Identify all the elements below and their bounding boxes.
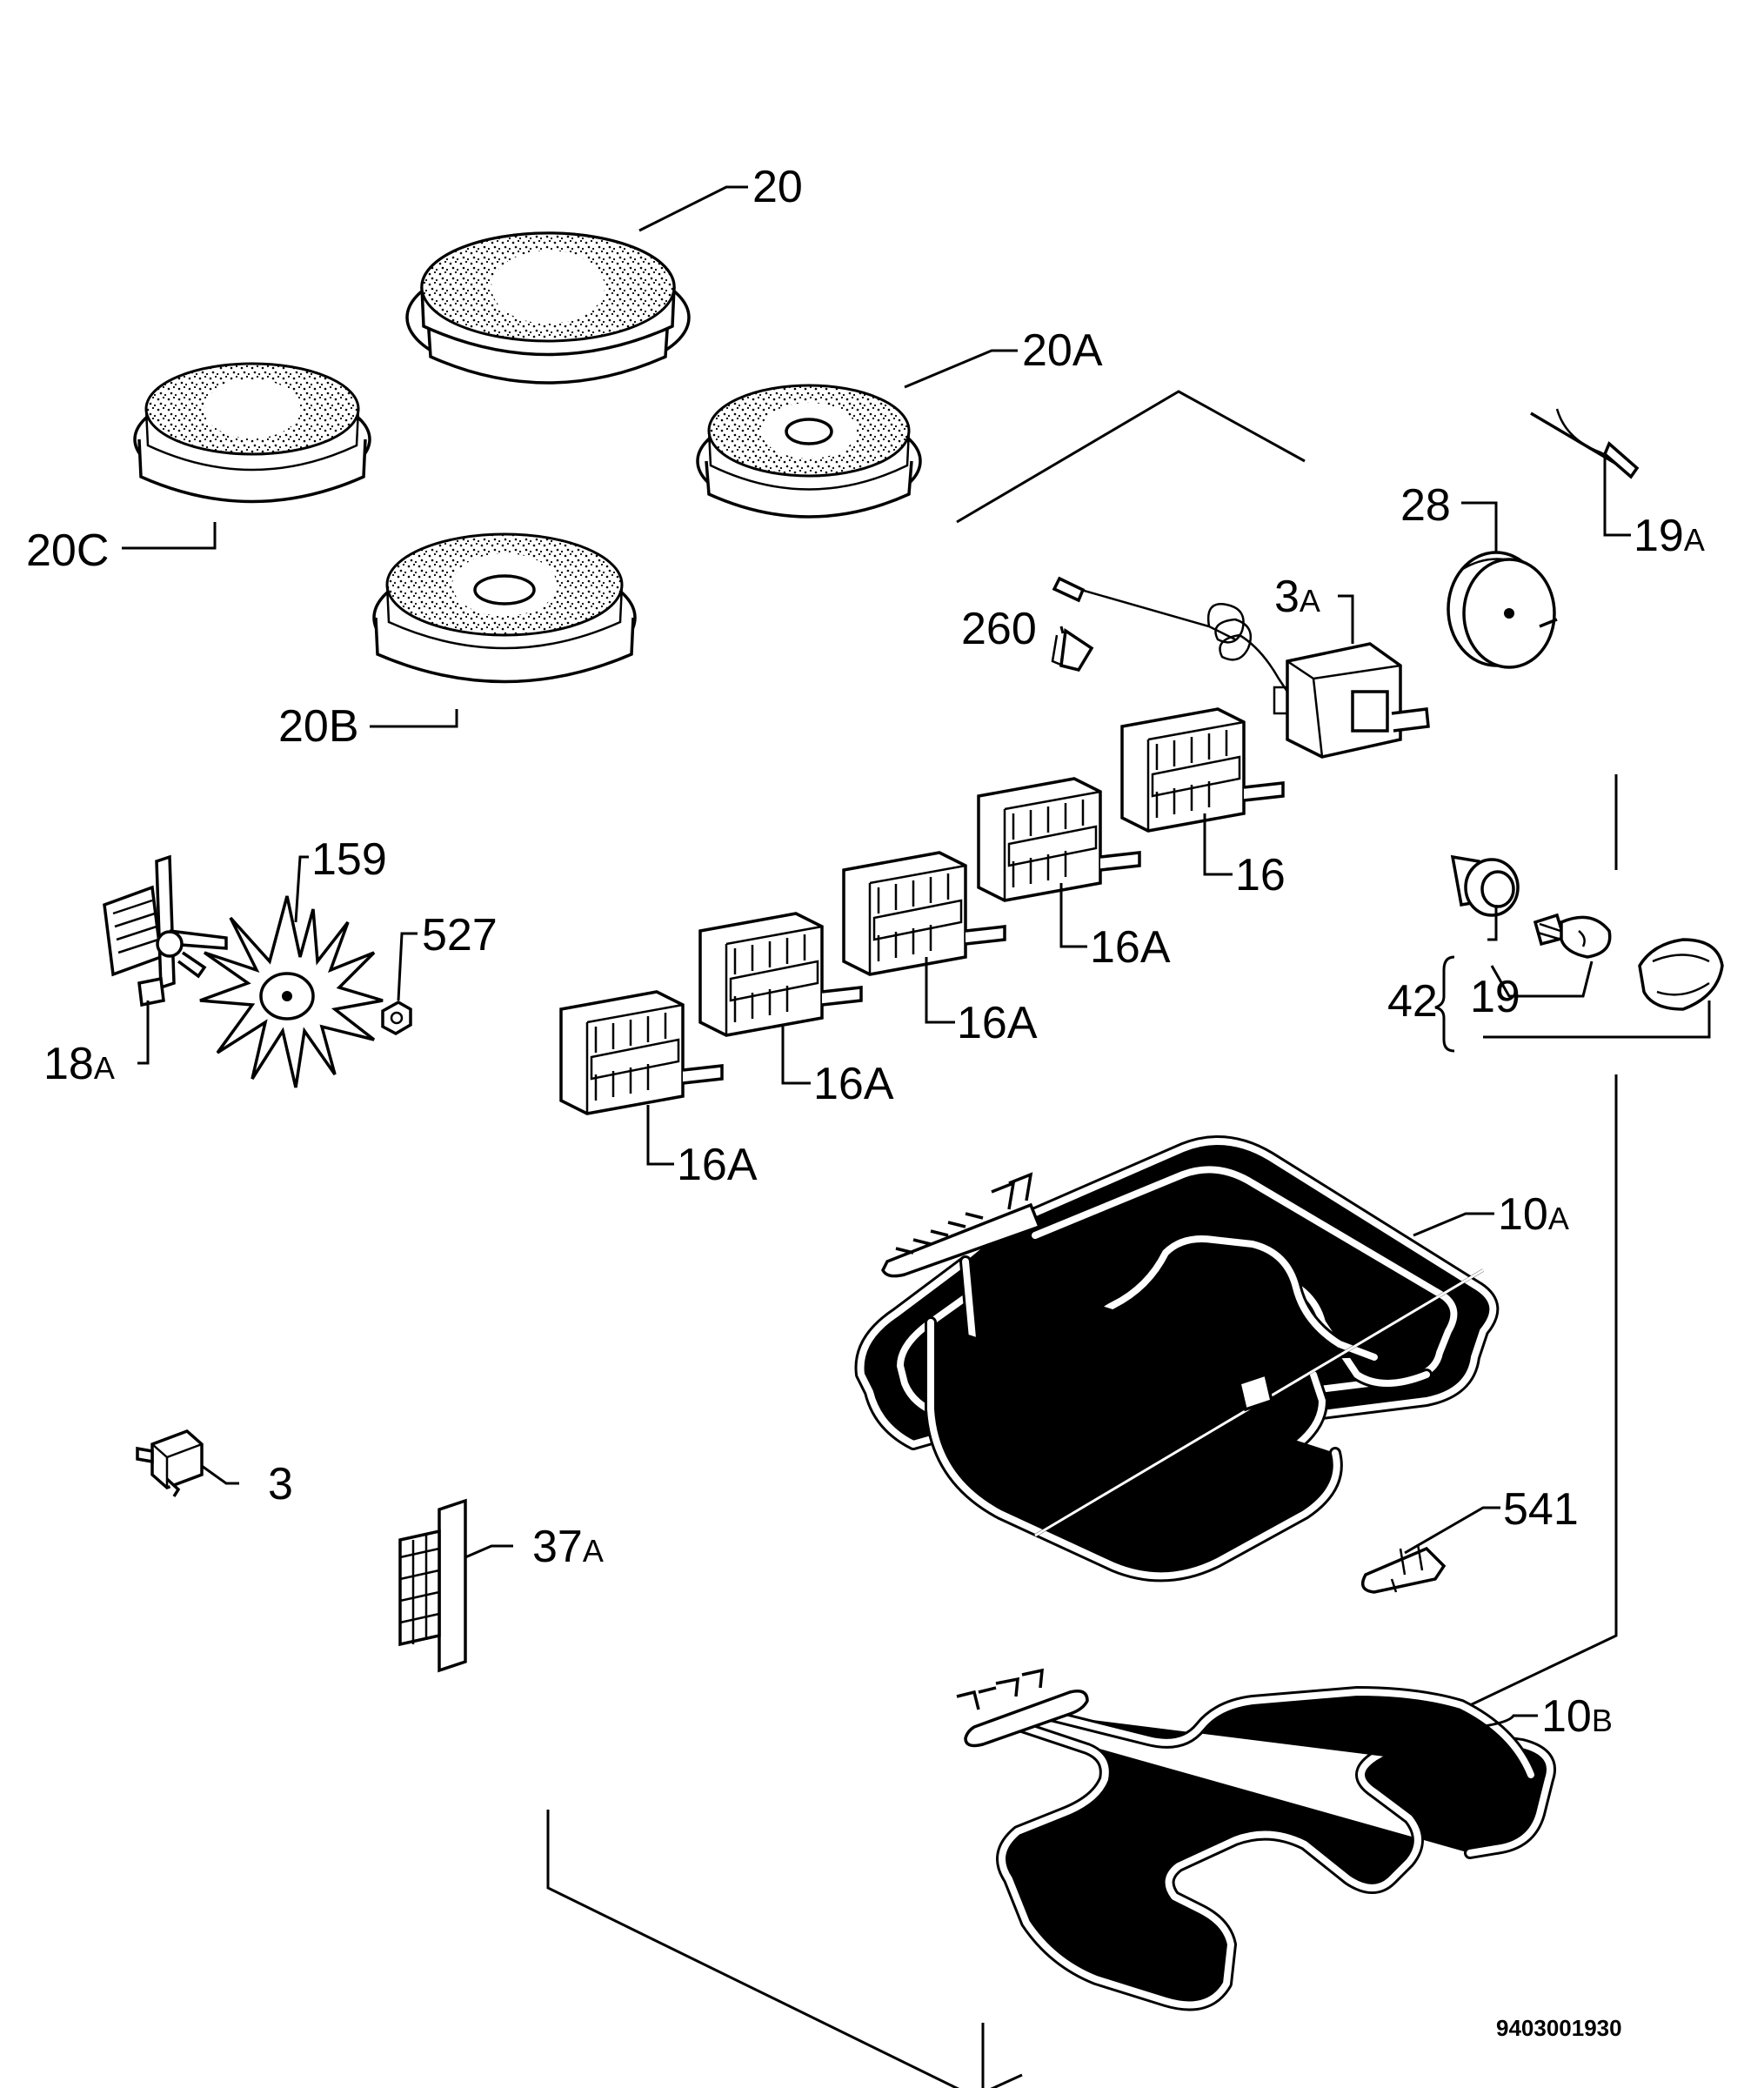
clip-260 (1051, 627, 1094, 673)
grill-element-10a (861, 1141, 1493, 1576)
terminal-block-37a (398, 1498, 467, 1673)
lamp-bulb-19 (1533, 913, 1612, 959)
label-18a: 18A (43, 1039, 115, 1089)
label-19a: 19A (1634, 511, 1705, 561)
label-260: 260 (961, 604, 1037, 654)
label-16: 16 (1235, 850, 1286, 900)
label-527: 527 (422, 910, 498, 960)
label-159: 159 (311, 834, 387, 885)
drawing-number: 9403001930 (1496, 2015, 1622, 2041)
label-20a: 20A (1022, 325, 1103, 376)
sensor-19a (1530, 408, 1640, 479)
leader-lines (122, 185, 1711, 1729)
label-3a: 3A (1274, 572, 1320, 622)
label-20c: 20C (26, 525, 109, 576)
label-3: 3 (268, 1459, 293, 1509)
part-labels: 20 20A 20C 20B 19A 28 3A 260 159 527 18A… (26, 162, 1705, 2041)
label-42: 42 (1387, 976, 1438, 1027)
connector-3 (136, 1429, 204, 1497)
panel-outline (546, 390, 1618, 2088)
label-16a-3: 16A (813, 1059, 894, 1109)
switch-16a-4 (559, 990, 724, 1115)
lamp-holder (1450, 854, 1520, 917)
hotplate-20a (696, 384, 922, 519)
label-37a: 37A (532, 1522, 604, 1572)
label-10a: 10A (1498, 1189, 1569, 1240)
label-20b: 20B (278, 701, 359, 752)
label-16a-4: 16A (677, 1140, 758, 1190)
label-10b: 10B (1541, 1691, 1613, 1742)
switch-16 (1120, 707, 1285, 833)
timer-28 (1447, 551, 1558, 669)
label-28: 28 (1400, 480, 1451, 531)
hotplate-20c (133, 362, 371, 504)
label-541: 541 (1503, 1484, 1579, 1535)
lower-element-10b (956, 1668, 1550, 2005)
fan-motor-18a (103, 854, 228, 1007)
switch-16a-2 (842, 851, 1006, 976)
hotplate-20 (405, 231, 691, 385)
nut-527 (381, 1000, 412, 1036)
label-20: 20 (752, 162, 803, 212)
label-19: 19 (1470, 972, 1520, 1022)
hotplate-20b (372, 532, 637, 684)
label-16a-1: 16A (1090, 922, 1171, 973)
switch-16a-1 (977, 777, 1141, 902)
switch-16a-3 (698, 912, 863, 1037)
lamp-cover (1638, 938, 1724, 1011)
fan-blade-159 (199, 895, 384, 1088)
clip-541 (1360, 1543, 1447, 1594)
thermostat-3a (1052, 576, 1430, 759)
label-16a-2: 16A (957, 998, 1038, 1048)
